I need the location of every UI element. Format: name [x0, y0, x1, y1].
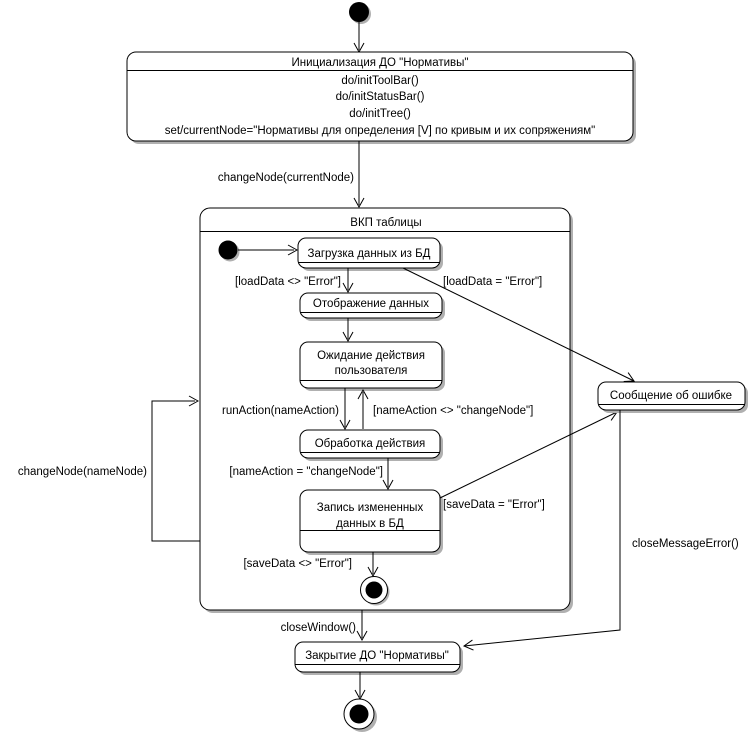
arrowhead-down-icon	[342, 331, 354, 343]
transition-vkp-self-loop	[151, 400, 200, 542]
state-load-data[interactable]: Загрузка данных из БД	[297, 237, 443, 271]
state-save-title-line1: Запись измененных	[317, 502, 424, 514]
arrowhead-right-icon	[287, 244, 299, 256]
state-init-action-1: do/initToolBar()	[341, 75, 419, 87]
label-change-node-name: changeNode(nameNode)	[18, 466, 147, 478]
state-display-title: Отображение данных	[313, 298, 429, 310]
transition-load-to-error	[402, 267, 635, 382]
state-init-box[interactable]	[126, 51, 634, 142]
state-vkp-title: ВКП таблицы	[350, 217, 421, 229]
state-wait-box[interactable]	[299, 341, 443, 389]
final-state-inner-dot	[365, 581, 383, 599]
state-init-action-3: do/initTree()	[349, 108, 411, 120]
label-run-action: runAction(nameAction)	[222, 405, 339, 417]
state-save-data[interactable]: Запись измененных данных в БД	[299, 489, 443, 555]
arrowhead-up-icon	[357, 388, 369, 400]
arrowhead-diagonal-icon	[623, 372, 635, 383]
arrowhead-right-icon	[188, 395, 200, 407]
state-init-action-4: set/currentNode="Нормативы для определен…	[165, 125, 596, 137]
transition-error-to-close	[463, 410, 621, 647]
label-save-ok: [saveData <> "Error"]	[243, 558, 352, 570]
state-process-title: Обработка действия	[315, 438, 426, 450]
initial-state-top-dot[interactable]	[349, 2, 369, 22]
state-save-title-line2: данных в БД	[336, 518, 404, 530]
label-change-node-current: changeNode(currentNode)	[218, 172, 354, 184]
label-name-action-not-change: [nameAction <> "changeNode"]	[373, 405, 533, 417]
transition-save-to-error	[439, 411, 618, 499]
label-load-error: [loadData = "Error"]	[443, 276, 542, 288]
state-save-box[interactable]	[299, 489, 441, 553]
label-close-message-error: closeMessageError()	[632, 538, 739, 550]
final-state-bottom[interactable]	[343, 698, 377, 732]
arrowhead-down-icon	[367, 566, 379, 578]
state-close-do[interactable]: Закрытие ДО "Нормативы"	[294, 641, 463, 675]
arrowhead-down-icon	[339, 419, 351, 431]
final-state-inner[interactable]	[360, 576, 390, 606]
arrowhead-down-icon	[353, 197, 365, 209]
state-wait-title-line2: пользователя	[335, 365, 408, 377]
state-init[interactable]: Инициализация ДО "Нормативы" do/initTool…	[126, 51, 636, 144]
label-save-error: [saveData = "Error"]	[443, 499, 545, 511]
state-init-title: Инициализация ДО "Нормативы"	[292, 57, 469, 69]
arrowhead-diagonal-icon	[462, 639, 474, 651]
state-vkp-box[interactable]	[199, 207, 571, 611]
state-error-message[interactable]: Сообщение об ошибке	[597, 381, 748, 413]
initial-state-inner[interactable]	[218, 240, 240, 262]
final-state-bottom-dot	[349, 704, 369, 724]
label-load-ok: [loadData <> "Error"]	[235, 276, 341, 288]
state-process-action[interactable]: Обработка действия	[299, 429, 443, 461]
state-error-box[interactable]	[597, 381, 746, 411]
state-display-box[interactable]	[299, 292, 443, 319]
state-init-action-2: do/initStatusBar()	[336, 91, 425, 103]
arrowhead-down-icon	[356, 630, 368, 642]
arrowhead-down-icon	[382, 479, 394, 491]
state-wait-user[interactable]: Ожидание действия пользователя	[299, 341, 445, 391]
state-load-box[interactable]	[297, 237, 441, 269]
state-close-title: Закрытие ДО "Нормативы"	[305, 650, 449, 662]
initial-state-top[interactable]	[349, 2, 371, 24]
state-wait-title-line1: Ожидание действия	[317, 350, 425, 362]
state-process-box[interactable]	[299, 429, 441, 459]
state-vkp-table[interactable]: ВКП таблицы	[199, 207, 573, 613]
state-display-data[interactable]: Отображение данных	[299, 292, 445, 321]
label-name-action-change: [nameAction = "changeNode"]	[229, 466, 383, 478]
state-error-title: Сообщение об ошибке	[610, 390, 732, 402]
state-load-title: Загрузка данных из БД	[308, 248, 431, 260]
label-close-window: closeWindow()	[281, 622, 357, 634]
arrowhead-down-icon	[342, 282, 354, 294]
initial-state-inner-dot[interactable]	[218, 240, 238, 260]
